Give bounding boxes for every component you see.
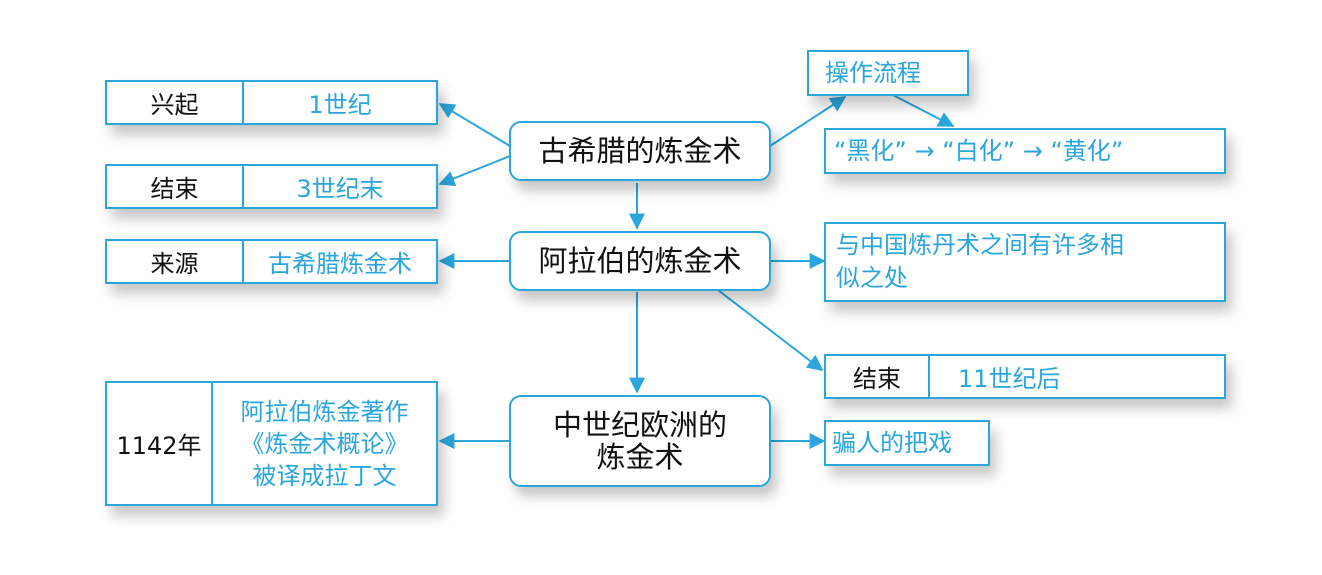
arrow-arab-to-end xyxy=(717,289,824,371)
europe-translation-box: 1142年 阿拉伯炼金著作 《炼金术概论》 被译成拉丁文 xyxy=(105,381,438,506)
arrow-greek-to-rise xyxy=(438,103,511,147)
node-arab-alchemy: 阿拉伯的炼金术 xyxy=(509,231,771,291)
node-europe-alchemy: 中世纪欧洲的 炼金术 xyxy=(509,395,771,487)
arab-similarity-text: 与中国炼丹术之间有许多相 似之处 xyxy=(836,231,1124,292)
arrow-greek-to-process xyxy=(769,96,847,147)
arab-similarity-box: 与中国炼丹术之间有许多相 似之处 xyxy=(824,222,1226,302)
arab-end-key: 结束 xyxy=(826,356,930,397)
europe-trick-text: 骗人的把戏 xyxy=(832,428,952,457)
europe-translation-key: 1142年 xyxy=(107,383,213,504)
node-europe-alchemy-label: 中世纪欧洲的 炼金术 xyxy=(552,408,727,474)
arab-source-value: 古希腊炼金术 xyxy=(268,250,412,278)
greek-process-box: 操作流程 xyxy=(807,50,969,96)
arab-end-box: 结束 11世纪后 xyxy=(824,354,1226,399)
greek-process-steps: “黑化” → “白化” → “黄化” xyxy=(834,136,1124,165)
greek-end-key: 结束 xyxy=(107,166,244,207)
greek-process-steps-box: “黑化” → “白化” → “黄化” xyxy=(824,128,1226,174)
greek-rise-key: 兴起 xyxy=(107,82,244,123)
arab-source-box: 来源 古希腊炼金术 xyxy=(105,239,438,284)
greek-rise-value: 1世纪 xyxy=(308,91,372,119)
greek-process-label: 操作流程 xyxy=(825,58,921,87)
europe-translation-value: 阿拉伯炼金著作 《炼金术概论》 被译成拉丁文 xyxy=(213,383,436,504)
arrow-greek-to-end xyxy=(438,155,511,187)
greek-rise-box: 兴起 1世纪 xyxy=(105,80,438,125)
greek-end-value: 3世纪末 xyxy=(296,175,384,203)
arrow-process-to-steps xyxy=(892,94,955,127)
node-arab-alchemy-label: 阿拉伯的炼金术 xyxy=(538,244,742,278)
greek-end-box: 结束 3世纪末 xyxy=(105,164,438,209)
arab-source-key: 来源 xyxy=(107,241,244,282)
arab-end-value: 11世纪后 xyxy=(958,365,1061,393)
europe-trick-box: 骗人的把戏 xyxy=(824,420,990,466)
node-greek-alchemy-label: 古希腊的炼金术 xyxy=(538,134,742,168)
europe-translation-value-text: 阿拉伯炼金著作 《炼金术概论》 被译成拉丁文 xyxy=(240,397,409,490)
node-greek-alchemy: 古希腊的炼金术 xyxy=(509,121,771,181)
